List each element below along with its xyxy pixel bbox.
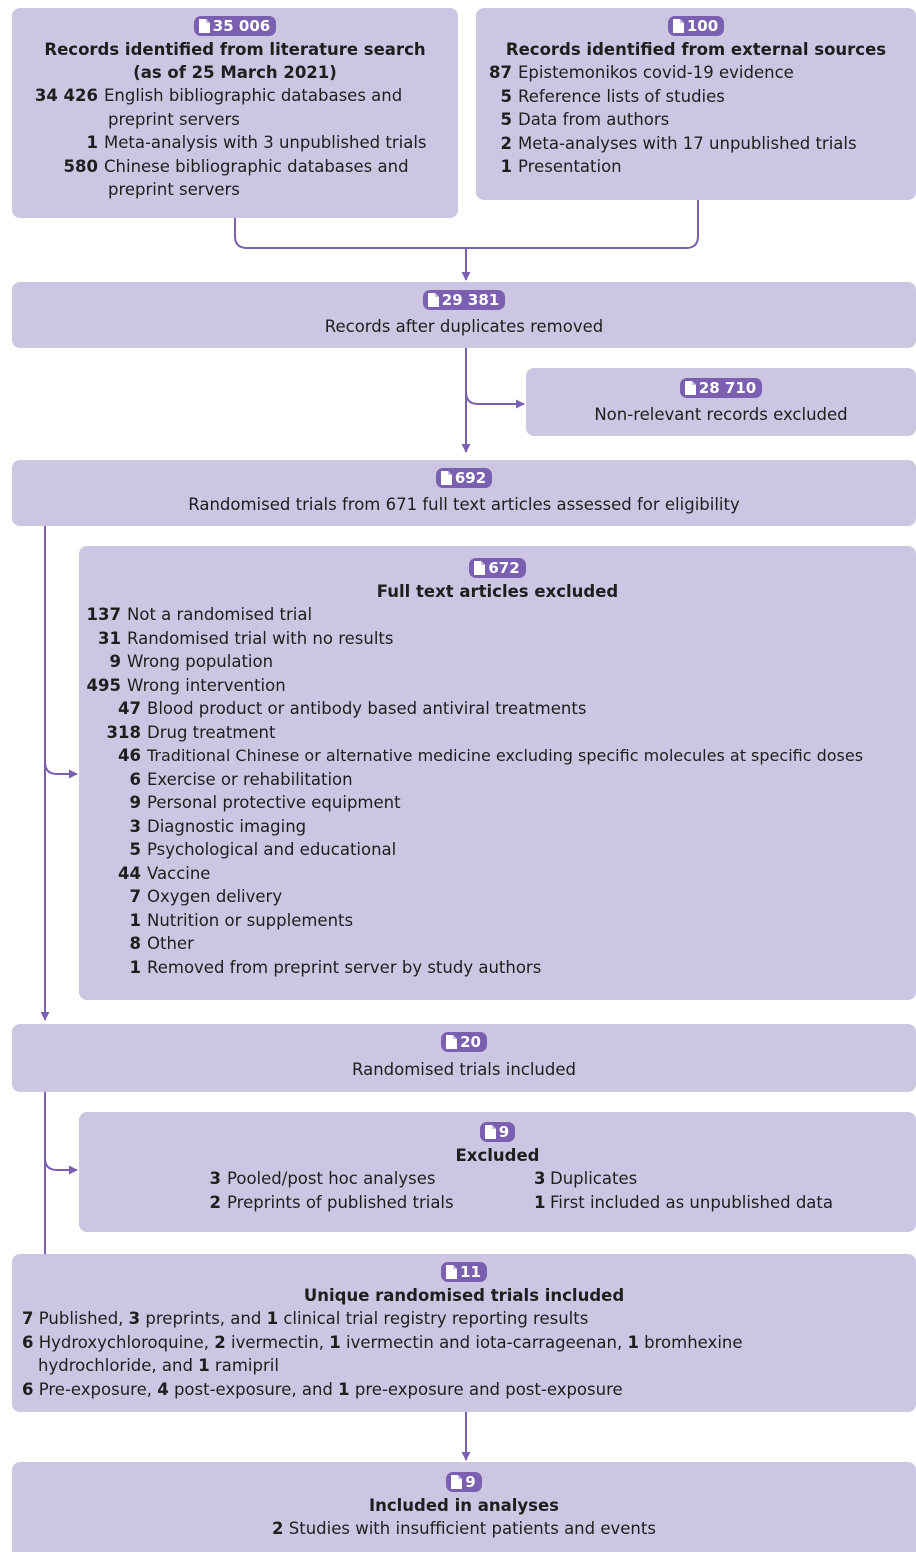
document-icon (684, 381, 696, 395)
record-count-badge: 692 (435, 468, 493, 488)
duplicates-removed-box: 29 381 Records after duplicates removed (12, 282, 916, 348)
box-title: Records identified from literature searc… (44, 40, 426, 59)
box-title: Included in analyses (368, 1496, 560, 1515)
record-count-badge: 11 (441, 1262, 487, 1282)
arrow-to-excluded (44, 1157, 78, 1175)
arrow-to-nonrelevant (465, 391, 525, 409)
record-count-badge: 20 (441, 1032, 487, 1052)
intervention-line: 6 Hydroxychloroquine, 2 ivermectin, 1 iv… (22, 1332, 743, 1352)
box-title: Full text articles excluded (376, 582, 619, 601)
nonrelevant-excluded-box: 28 710 Non-relevant records excluded (526, 368, 916, 436)
record-count-badge: 672 (469, 558, 526, 578)
eligibility-assessed-box: 692 Randomised trials from 671 full text… (12, 460, 916, 526)
intervention-line-continued: hydrochloride, and 1 ramipril (38, 1356, 279, 1375)
box-title: Excluded (455, 1146, 540, 1165)
box-text: Non-relevant records excluded (594, 405, 848, 424)
document-icon (198, 19, 210, 33)
randomised-trials-included-box: 20 Randomised trials included (12, 1024, 916, 1092)
publication-status-line: 7 Published, 3 preprints, and 1 clinical… (22, 1309, 589, 1328)
box-subtitle: (as of 25 March 2021) (133, 63, 337, 82)
document-icon (484, 1125, 496, 1139)
arrow-to-fulltext-excluded (44, 761, 78, 779)
document-icon (440, 471, 452, 485)
document-icon (446, 1035, 458, 1049)
external-sources-box: 100 Records identified from external sou… (476, 8, 916, 200)
included-in-analyses-box: 9 Included in analyses 2 Studies with in… (12, 1462, 916, 1552)
record-count-badge: 28 710 (679, 378, 763, 398)
record-count-badge: 9 (479, 1122, 516, 1142)
document-icon (451, 1475, 463, 1489)
record-count-badge: 35 006 (193, 16, 277, 36)
box-title: Records identified from external sources (505, 40, 887, 59)
document-icon (672, 19, 684, 33)
literature-search-box: 35 006 Records identified from literatur… (12, 8, 458, 218)
record-count-badge: 100 (667, 16, 725, 36)
document-icon (446, 1265, 458, 1279)
document-icon (427, 293, 439, 307)
record-count-badge: 9 (446, 1472, 482, 1492)
record-count-badge: 29 381 (422, 290, 506, 310)
box-title: Unique randomised trials included (303, 1286, 625, 1305)
exposure-line: 6 Pre-exposure, 4 post-exposure, and 1 p… (22, 1379, 623, 1399)
unique-randomised-box: 11 Unique randomised trials included 7 P… (12, 1254, 916, 1412)
box-text: Randomised trials from 671 full text art… (188, 495, 740, 514)
box-text: 2 Studies with insufficient patients and… (272, 1519, 656, 1538)
box-text: Records after duplicates removed (324, 317, 604, 336)
box-text: Randomised trials included (352, 1060, 576, 1079)
document-icon (474, 561, 486, 575)
